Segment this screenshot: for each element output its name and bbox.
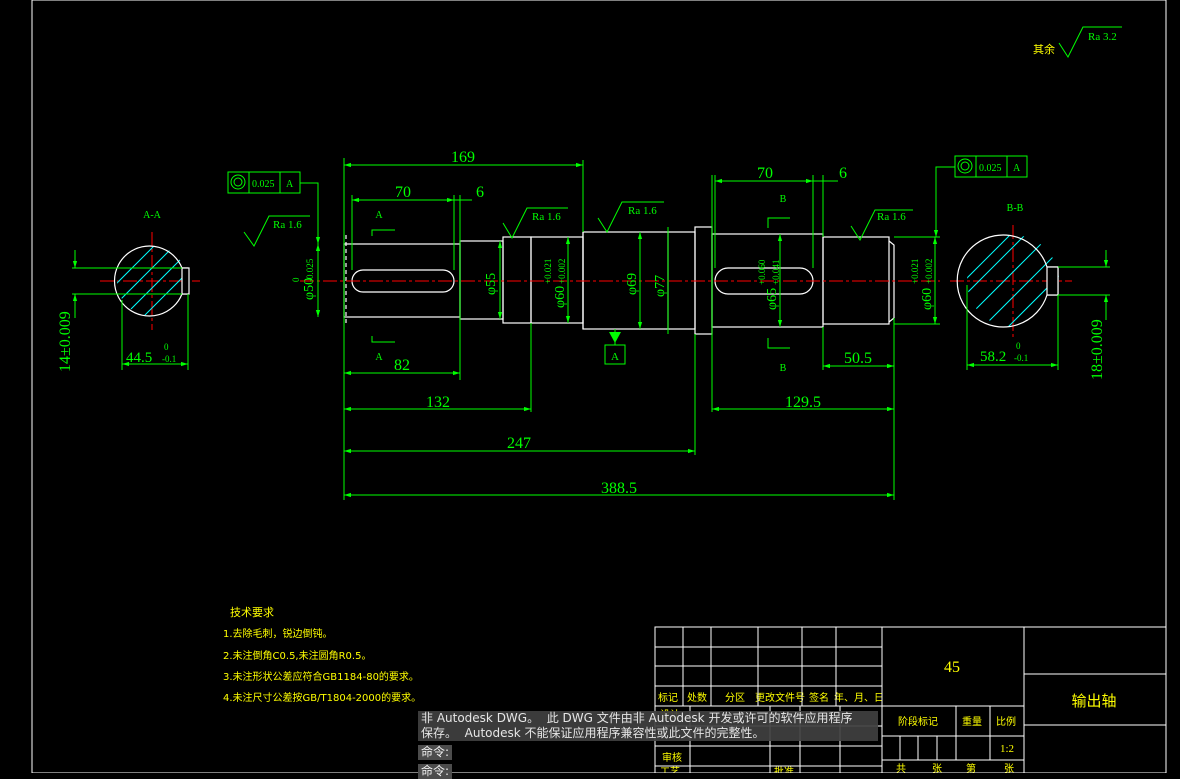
header-zone: 分区 bbox=[725, 692, 745, 704]
cut-label-b-bottom: B bbox=[780, 363, 787, 374]
dia-50: φ50 bbox=[302, 278, 317, 300]
dia-65-tol-low: +0.041 bbox=[771, 260, 781, 285]
row-craft: 工艺 bbox=[660, 766, 680, 773]
dia-60a: φ60 bbox=[553, 286, 568, 308]
dim-70-left: 70 bbox=[395, 184, 411, 201]
sheet-index: 第 bbox=[966, 762, 976, 773]
dim-132: 132 bbox=[426, 394, 450, 411]
dim-129-5: 129.5 bbox=[785, 394, 821, 411]
header-date: 年、月、日 bbox=[834, 691, 884, 704]
stage-label: 阶段标记 bbox=[898, 715, 938, 728]
aa-depth-tol-up: 0 bbox=[164, 342, 169, 352]
roughness-2: Ra 1.6 bbox=[532, 211, 561, 223]
dim-6-left: 6 bbox=[476, 184, 484, 201]
dia-69: φ69 bbox=[625, 273, 640, 295]
weight-label: 重量 bbox=[962, 715, 982, 728]
roughness-global: Ra 3.2 bbox=[1088, 31, 1117, 43]
dim-82: 82 bbox=[394, 357, 410, 374]
tol-left-datum: A bbox=[286, 179, 294, 190]
command-message-2: 保存。 Autodesk 不能保证应用程序兼容性或此文件的完整性。 bbox=[418, 726, 878, 741]
bb-depth-tol-low: -0.1 bbox=[1014, 353, 1028, 363]
tolerance-frame-right bbox=[954, 155, 1028, 178]
dia-65: φ65 bbox=[765, 288, 780, 310]
command-window: 非 Autodesk DWG。 此 DWG 文件由非 Autodesk 开发或许… bbox=[418, 711, 878, 779]
header-signature: 签名 bbox=[809, 691, 829, 704]
drawing-frame bbox=[31, 0, 1167, 773]
section-bb bbox=[956, 234, 1059, 328]
cut-label-a-bottom: A bbox=[375, 352, 383, 363]
datum-box bbox=[604, 344, 626, 365]
dim-70-right: 70 bbox=[757, 165, 773, 182]
tolerance-frame-left bbox=[227, 171, 301, 194]
dim-169: 169 bbox=[451, 149, 475, 166]
section-label-bb: B-B bbox=[1007, 203, 1024, 214]
dia-60b-tol-low: +0.002 bbox=[924, 259, 934, 284]
datum-label: A bbox=[611, 351, 619, 363]
command-prompt-1[interactable]: 命令: bbox=[418, 745, 453, 760]
dia-50-tol-low: -0.025 bbox=[305, 258, 315, 282]
datum-triangle bbox=[609, 332, 621, 343]
note-line-4: 4.未注尺寸公差按GB/T1804-2000的要求。 bbox=[223, 691, 421, 704]
note-line-1: 1.去除毛刺，锐边倒钝。 bbox=[223, 627, 333, 640]
sheet-unit: 张 bbox=[932, 763, 942, 773]
roughness-1: Ra 1.6 bbox=[273, 219, 302, 231]
dia-60b: φ60 bbox=[920, 288, 935, 310]
dimension-lines bbox=[72, 158, 1110, 500]
dim-6-right: 6 bbox=[839, 165, 847, 182]
dim-388-5: 388.5 bbox=[601, 480, 637, 497]
roughness-global-prefix: 其余 bbox=[1033, 42, 1055, 56]
command-message-1: 非 Autodesk DWG。 此 DWG 文件由非 Autodesk 开发或许… bbox=[418, 711, 878, 726]
roughness-4: Ra 1.6 bbox=[877, 211, 906, 223]
dim-247: 247 bbox=[507, 435, 531, 452]
bb-depth: 58.2 bbox=[980, 349, 1006, 365]
notes-title: 技术要求 bbox=[230, 606, 274, 619]
roughness-symbols bbox=[243, 26, 1122, 247]
command-prompt-2[interactable]: 命令: bbox=[418, 764, 453, 779]
aa-depth-tol-low: -0.1 bbox=[162, 354, 176, 364]
header-mark: 标记 bbox=[658, 692, 678, 704]
header-count: 处数 bbox=[687, 691, 707, 704]
aa-width: 14±0.009 bbox=[57, 311, 74, 372]
cut-label-b-top: B bbox=[780, 194, 787, 205]
note-line-3: 3.未注形状公差应符合GB1184-80的要求。 bbox=[223, 670, 419, 683]
row-review: 审核 bbox=[662, 751, 682, 764]
section-label-aa: A-A bbox=[143, 210, 162, 221]
part-name: 输出轴 bbox=[1071, 692, 1116, 710]
dia-60b-tol-up: +0.021 bbox=[910, 259, 920, 284]
row-approve: 批准 bbox=[774, 765, 794, 773]
dia-50-tol-up: 0 bbox=[291, 277, 301, 282]
dia-60a-tol-up: +0.021 bbox=[543, 259, 553, 284]
dim-50-5: 50.5 bbox=[844, 350, 872, 367]
tol-left-value: 0.025 bbox=[252, 179, 275, 190]
dia-65-tol-up: +0.060 bbox=[757, 259, 767, 285]
bb-width: 18±0.009 bbox=[1089, 319, 1106, 380]
dia-55: φ55 bbox=[484, 273, 499, 295]
scale-label: 比例 bbox=[996, 715, 1016, 728]
dia-77: φ77 bbox=[653, 275, 668, 297]
bb-depth-tol-up: 0 bbox=[1016, 341, 1021, 351]
scale-value: 1:2 bbox=[1000, 743, 1014, 755]
dia-60a-tol-low: +0.002 bbox=[557, 259, 567, 284]
tol-right-datum: A bbox=[1013, 163, 1021, 174]
material-value: 45 bbox=[944, 659, 960, 676]
sheet-total: 共 bbox=[896, 763, 906, 773]
sheet-unit2: 张 bbox=[1004, 763, 1014, 773]
roughness-3: Ra 1.6 bbox=[628, 205, 657, 217]
note-line-2: 2.未注倒角C0.5,未注圆角R0.5。 bbox=[223, 649, 371, 662]
section-aa bbox=[113, 245, 190, 317]
header-change-doc: 更改文件号 bbox=[755, 691, 805, 704]
aa-depth: 44.5 bbox=[126, 350, 152, 366]
cut-label-a-top: A bbox=[375, 210, 383, 221]
tol-right-value: 0.025 bbox=[979, 163, 1002, 174]
